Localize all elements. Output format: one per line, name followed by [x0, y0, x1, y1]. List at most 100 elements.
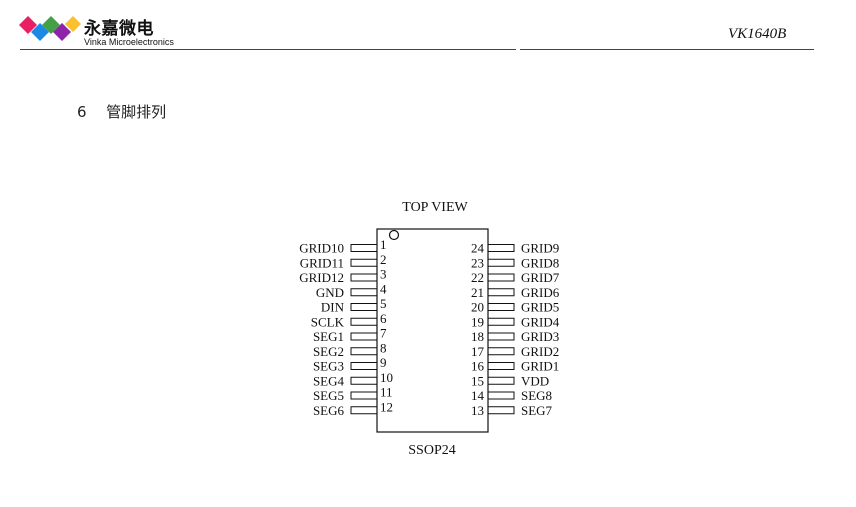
- pin-name: SEG6: [313, 403, 345, 418]
- pin-lead: [350, 406, 378, 415]
- pin-lead: [487, 273, 515, 282]
- pin-number: 7: [380, 326, 387, 341]
- pin-number: 22: [471, 270, 484, 285]
- package-label: SSOP24: [408, 443, 455, 458]
- left-pin: SEG6 12: [313, 399, 393, 418]
- pin-lead: [350, 303, 378, 311]
- pin-number: 16: [471, 359, 485, 374]
- pin-number: 21: [471, 285, 484, 300]
- left-pin: GND 4: [316, 281, 387, 300]
- left-pin: GRID10 1: [299, 237, 386, 256]
- header-rule-right: [520, 49, 814, 50]
- right-pin: GRID7 22: [471, 270, 560, 285]
- pin-number: 15: [471, 373, 484, 388]
- left-pin: SEG1 7: [313, 326, 387, 345]
- pin-lead: [487, 376, 515, 385]
- pin-lead: [487, 406, 515, 415]
- pin-lead: [350, 273, 378, 282]
- pin-lead: [487, 303, 515, 311]
- left-pin: GRID12 3: [299, 267, 386, 286]
- right-pin: GRID6 21: [471, 285, 560, 300]
- pin-number: 18: [471, 329, 484, 344]
- pin-lead: [350, 288, 378, 297]
- pin-number: 23: [471, 255, 484, 270]
- pin-name: GRID6: [521, 285, 560, 300]
- pin-lead: [350, 362, 378, 370]
- pin-name: GRID3: [521, 329, 559, 344]
- pin-name: VDD: [521, 373, 549, 388]
- right-pin: SEG8 14: [471, 388, 552, 403]
- right-pin: SEG7 13: [471, 403, 553, 418]
- right-pin: VDD 15: [471, 373, 549, 388]
- pin-number: 13: [471, 403, 484, 418]
- pin-lead: [487, 288, 515, 297]
- pin-lead: [350, 258, 378, 267]
- pin-number: 24: [471, 241, 485, 256]
- pin-lead: [487, 362, 515, 370]
- pin-number: 12: [380, 399, 393, 414]
- pin-number: 17: [471, 344, 485, 359]
- right-pin: GRID3 18: [471, 329, 559, 344]
- pin-number: 8: [380, 340, 387, 355]
- pin-number: 10: [380, 370, 393, 385]
- pin-name: GRID12: [299, 270, 344, 285]
- pin-name: GRID1: [521, 359, 559, 374]
- pin-lead: [487, 332, 515, 341]
- pin-name: SEG1: [313, 329, 344, 344]
- header: 永嘉微电 Vinka Microelectronics VK1640B: [0, 0, 856, 56]
- left-pin: GRID11 2: [300, 252, 387, 271]
- pin-lead: [487, 258, 515, 267]
- brand-name-cn: 永嘉微电: [84, 19, 154, 39]
- pin-number: 14: [471, 388, 485, 403]
- pin-name: GND: [316, 285, 344, 300]
- pin-lead: [487, 317, 515, 326]
- left-pin: SEG4 10: [313, 370, 393, 389]
- section-title: 管脚排列: [106, 103, 167, 121]
- pin-name: GRID7: [521, 270, 560, 285]
- pin-lead: [350, 317, 378, 326]
- pin-name: GRID2: [521, 344, 559, 359]
- pin-name: SEG8: [521, 388, 552, 403]
- pin-name: SEG7: [521, 403, 553, 418]
- document-id: VK1640B: [728, 26, 787, 42]
- pin-name: SEG3: [313, 359, 344, 374]
- pin-name: SCLK: [311, 314, 345, 329]
- pin-lead: [487, 347, 515, 356]
- pin-lead: [350, 391, 378, 400]
- right-pin: GRID1 16: [471, 359, 559, 374]
- pin-number: 3: [380, 267, 387, 282]
- brand-name-en: Vinka Microelectronics: [84, 37, 174, 47]
- pin-name: GRID5: [521, 300, 559, 315]
- pin-number: 4: [380, 281, 387, 296]
- left-pin: SEG3 9: [313, 355, 387, 374]
- logo-diamond-4: [53, 23, 71, 41]
- pin-lead: [487, 391, 515, 400]
- chip-body: [376, 228, 489, 433]
- pin-lead: [487, 244, 515, 252]
- pin-name: GRID10: [299, 241, 344, 256]
- right-pin-group: GRID924GRID823GRID722GRID621GRID520GRID4…: [471, 241, 560, 418]
- pin-name: DIN: [321, 300, 345, 315]
- pin-number: 20: [471, 300, 484, 315]
- pin-name: SEG5: [313, 388, 344, 403]
- pin-name: GRID4: [521, 314, 560, 329]
- pin-lead: [350, 332, 378, 341]
- top-view-label: TOP VIEW: [402, 200, 468, 215]
- pin-number: 1: [380, 237, 387, 252]
- pin-number: 2: [380, 252, 387, 267]
- pin-name: SEG4: [313, 373, 345, 388]
- pin-number: 9: [380, 355, 387, 370]
- pin-lead: [350, 244, 378, 252]
- right-pin: GRID5 20: [471, 300, 559, 315]
- section-number: 6: [77, 103, 87, 121]
- pin-name: GRID11: [300, 255, 344, 270]
- pin-lead: [350, 376, 378, 385]
